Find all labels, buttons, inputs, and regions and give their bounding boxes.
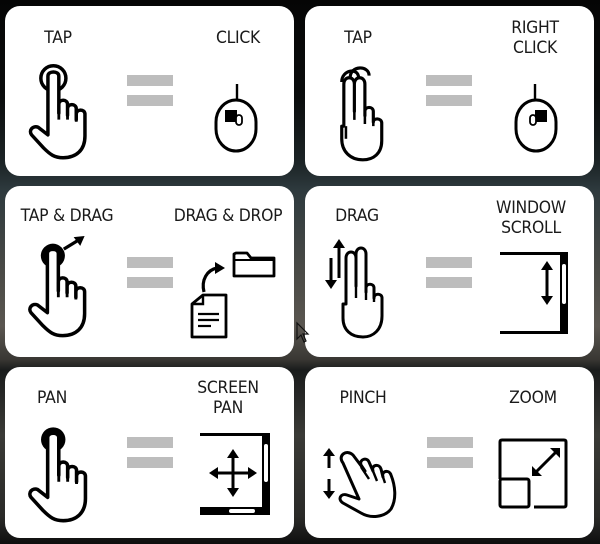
mouse-action-label-line-1: SCREEN	[197, 378, 259, 398]
mouse-action-label-line-2: CLICK	[512, 38, 558, 58]
mouse-action-label: CLICK	[215, 28, 261, 48]
equals-icon	[127, 75, 173, 106]
touch-gesture-label: PAN	[36, 388, 68, 408]
mouse-action-label-line-1: WINDOW	[496, 198, 566, 218]
gesture-card-pan-screen-pan: PAN SCREEN PAN	[5, 367, 294, 538]
screen-pan-icon[interactable]	[200, 433, 272, 515]
gesture-card-tap-click: TAP CLICK	[5, 6, 294, 176]
one-finger-pan-icon	[26, 424, 96, 524]
equals-icon	[426, 75, 472, 106]
mouse-right-click-icon	[513, 82, 559, 154]
gesture-card-tap-drag-drag-drop: TAP & DRAG DRAG & DROP	[5, 186, 294, 357]
equals-icon	[426, 257, 472, 288]
equals-icon	[127, 437, 173, 468]
mouse-action-label-line-2: PAN	[212, 398, 244, 418]
equals-icon	[127, 257, 173, 288]
two-finger-tap-icon	[335, 63, 399, 163]
touch-gesture-label: TAP	[44, 28, 72, 48]
touch-gesture-label: DRAG	[335, 206, 379, 226]
pinch-hand-icon	[321, 447, 413, 519]
mouse-pointer-cursor	[296, 321, 310, 344]
equals-icon	[427, 437, 473, 468]
mouse-left-click-icon	[213, 82, 259, 154]
mouse-action-label-line-2: SCROLL	[501, 218, 561, 238]
window-scrollbar-icon[interactable]	[500, 252, 572, 334]
gesture-card-pinch-zoom: PINCH ZOOM	[305, 367, 594, 538]
touch-gesture-label: PINCH	[339, 388, 387, 408]
mouse-action-label: DRAG & DROP	[173, 206, 283, 226]
mouse-action-label-line-1: RIGHT	[511, 18, 559, 38]
two-finger-drag-icon	[323, 238, 403, 342]
mouse-action-label: ZOOM	[509, 388, 557, 408]
drag-file-to-folder-icon	[189, 244, 281, 344]
tap-and-drag-icon	[26, 236, 106, 340]
one-finger-tap-icon	[26, 63, 96, 161]
gesture-card-drag-window-scroll: DRAG WINDOW SCROLL	[305, 186, 594, 357]
zoom-resize-icon	[498, 438, 570, 511]
touch-gesture-label: TAP	[344, 28, 372, 48]
touch-gesture-label: TAP & DRAG	[20, 206, 114, 226]
gesture-card-two-finger-tap-right-click: TAP RIGHT CLICK	[305, 6, 594, 176]
